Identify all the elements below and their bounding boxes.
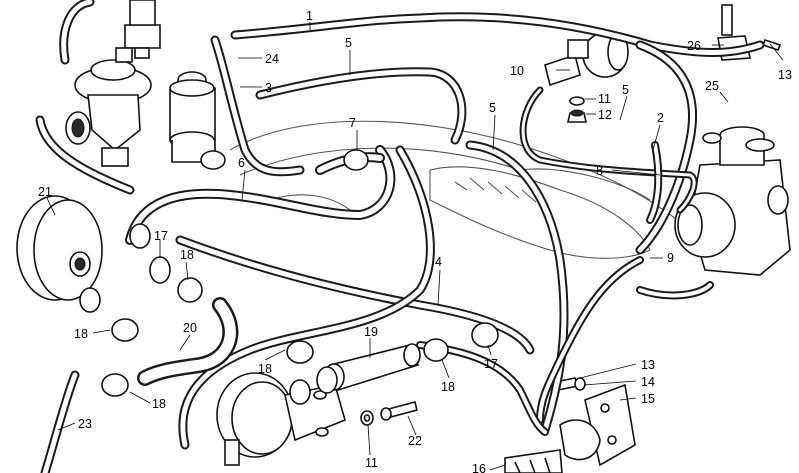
- callout-2: 2: [657, 111, 664, 125]
- callout-19: 19: [364, 325, 378, 339]
- callout-18-d: 18: [258, 362, 272, 376]
- callout-18-e: 18: [441, 380, 455, 394]
- callout-23: 23: [78, 417, 92, 431]
- callout-16: 16: [472, 462, 486, 473]
- callout-5-mid: 5: [489, 101, 496, 115]
- callout-17-left: 17: [154, 229, 168, 243]
- callout-18-b: 18: [74, 327, 88, 341]
- callout-18-a: 18: [180, 248, 194, 262]
- callout-11-bottom: 11: [365, 456, 378, 470]
- clamp-sleeves: [79, 149, 499, 397]
- pipe-fitting-19: [323, 343, 421, 392]
- callout-8: 8: [596, 164, 603, 178]
- callout-26: 26: [687, 39, 701, 53]
- connector-16: [504, 449, 563, 473]
- callout-3: 3: [265, 81, 272, 95]
- callout-1: 1: [306, 9, 313, 23]
- callout-5-top: 5: [345, 36, 352, 50]
- callout-6: 6: [238, 156, 245, 170]
- callout-21: 21: [38, 185, 52, 199]
- vacuum-advance-unit: [674, 192, 736, 258]
- callout-12: 12: [598, 108, 612, 122]
- hose-network: [35, 0, 765, 473]
- callout-13-bottom: 13: [641, 358, 655, 372]
- callout-9: 9: [667, 251, 674, 265]
- bolt-13-top: [761, 39, 782, 51]
- leader-lines: [46, 22, 784, 471]
- callout-24: 24: [265, 52, 279, 66]
- callout-25: 25: [705, 79, 719, 93]
- screw-13-14: [553, 377, 586, 391]
- callout-13-top: 13: [778, 68, 792, 82]
- callout-4: 4: [435, 255, 442, 269]
- callout-10: 10: [510, 64, 524, 78]
- bolt-22: [380, 401, 418, 421]
- charcoal-canister: [169, 71, 226, 170]
- washer-nut-group: [567, 96, 587, 123]
- callout-22: 22: [408, 434, 422, 448]
- callout-14: 14: [641, 375, 655, 389]
- vacuum-diaphragm-bottom: [216, 372, 346, 466]
- bracket-plate: [559, 383, 636, 467]
- callout-11-top: 11: [598, 92, 611, 106]
- engine-block-outline: [229, 120, 701, 259]
- washer-11-bottom: [360, 410, 374, 426]
- thermo-switch: [124, 0, 161, 59]
- solenoid-valve: [544, 32, 629, 87]
- callout-20: 20: [183, 321, 197, 335]
- vacuum-reservoir-left: [16, 195, 103, 301]
- callout-17-right: 17: [484, 357, 498, 371]
- callout-15: 15: [641, 392, 655, 406]
- callout-7: 7: [349, 116, 356, 130]
- callout-labels: 1 2 3 4 5 5 5 6 7 8 9 10 11 11 12 13 13 …: [38, 9, 792, 473]
- callout-18-c: 18: [152, 397, 166, 411]
- callout-5-right: 5: [622, 83, 629, 97]
- egr-valve: [65, 47, 152, 167]
